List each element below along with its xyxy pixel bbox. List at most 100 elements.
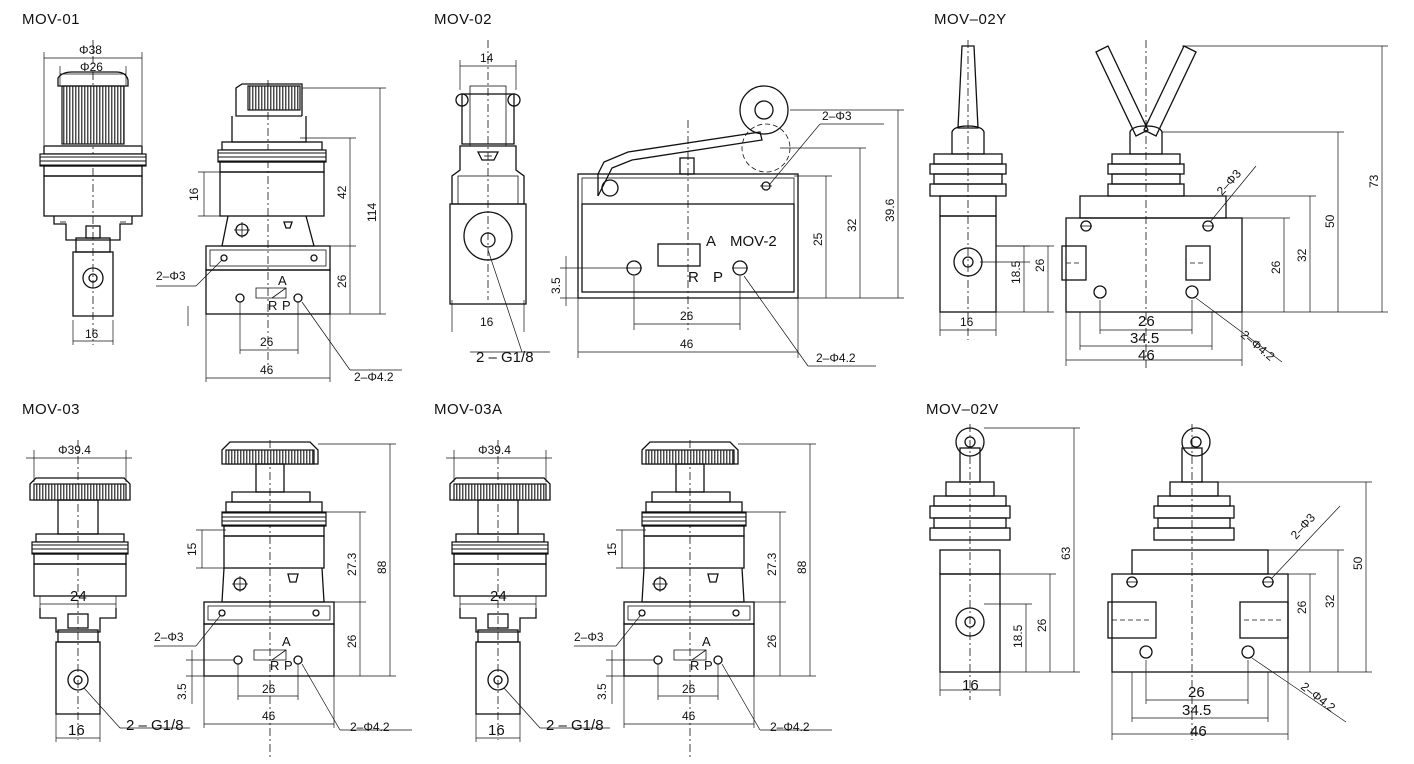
mov-02-dim-offset: 3.5 (549, 277, 563, 294)
mov-03a-dim-side-width: 16 (488, 722, 505, 739)
mov-01-dim-total-height: 114 (365, 203, 379, 222)
mov-03-port-r: R (270, 658, 279, 673)
mov-03a-dim-knob: Φ39.4 (478, 443, 511, 457)
mov-03-dim-thread: 2 – G1/8 (126, 717, 184, 734)
mov-03a-port-p: P (704, 658, 713, 673)
mov-01-port-p: P (282, 298, 291, 313)
mov-02-dim-base-height: 25 (811, 232, 825, 246)
mov-02v-dim-spacing: 26 (1188, 684, 1205, 701)
mov-03a-port-r: R (690, 658, 699, 673)
mov-02-dim-thread: 2 – G1/8 (476, 349, 534, 366)
mov-03a-dim-width: 46 (682, 709, 696, 723)
mov-02v-drawing: MOV–02V 63 26 18.5 (926, 401, 1372, 740)
mov-03a-front-view: A R P 15 27.3 88 26 2–Φ3 3.5 (574, 440, 832, 760)
mov-02-dim-mid-height: 32 (845, 218, 859, 232)
mov-02y-dim-mount-holes: 2–Φ3 (1214, 166, 1244, 198)
mov-03-dim-spacing: 26 (262, 682, 276, 696)
mov-02v-dim-spacing-outer: 34.5 (1182, 702, 1211, 719)
mov-01-dim-mount-holes: 2–Φ3 (156, 269, 186, 283)
mov-02-port-r: R (688, 269, 699, 286)
mov-03-dim-collar-height: 15 (185, 542, 199, 556)
mov-02y-dim-base-height: 26 (1033, 258, 1047, 272)
mov-03a-title: MOV-03A (434, 401, 503, 418)
mov-03-dim-knob: Φ39.4 (58, 443, 91, 457)
mov-02y-side-view: 18.5 26 16 (929, 40, 1054, 340)
mov-01-side-view: Φ38 Φ26 16 (39, 40, 147, 345)
mov-02y-dim-side-width: 16 (960, 315, 974, 329)
mov-01-dim-width: 46 (260, 363, 274, 377)
mov-02y-dim-block-height: 26 (1269, 260, 1283, 274)
mov-03-dim-ports: 2–Φ4.2 (350, 720, 390, 734)
mov-02y-dim-stem-height: 50 (1323, 214, 1337, 228)
mov-02y-title: MOV–02Y (934, 11, 1007, 28)
mov-03a-dim-mount-holes: 2–Φ3 (574, 630, 604, 644)
mov-02y-dim-spacing-outer: 34.5 (1130, 330, 1159, 347)
mov-02-dim-ports: 2–Φ4.2 (816, 351, 856, 365)
mov-03-drawing: MOV-03 Φ39.4 24 (22, 401, 412, 760)
mov-02y-dim-ports: 2–Φ4.2 (1238, 328, 1278, 364)
mov-01-dim-side-width: 16 (85, 327, 99, 341)
mov-03a-side-view: Φ39.4 24 16 2 – G1/8 (446, 440, 610, 742)
mov-03-dim-width: 46 (262, 709, 276, 723)
mov-03a-dim-ports: 2–Φ4.2 (770, 720, 810, 734)
mov-02v-dim-block-height: 26 (1295, 600, 1309, 614)
mov-03a-dim-total-height: 88 (795, 560, 809, 574)
mov-03-title: MOV-03 (22, 401, 80, 418)
mov-02y-dim-width: 46 (1138, 347, 1155, 364)
mov-02y-dim-mid-height: 32 (1295, 248, 1309, 262)
mov-03-port-p: P (284, 658, 293, 673)
mov-02-side-view: 16 14 2 – G1/8 (449, 40, 550, 366)
mov-02-dim-spacing: 26 (680, 309, 694, 323)
mov-01-dim-knob-height: 16 (187, 187, 201, 201)
mov-01-drawing: MOV-01 Φ38 Φ26 (22, 11, 402, 384)
mov-01-dim-ports: 2–Φ4.2 (354, 370, 394, 384)
mov-02y-dim-spacing: 26 (1138, 313, 1155, 330)
mov-02-title: MOV-02 (434, 11, 492, 28)
mov-02v-dim-ports: 2–Φ4.2 (1298, 679, 1338, 715)
mov-03-dim-base-height: 26 (345, 634, 359, 648)
mov-03a-dim-base: 24 (490, 588, 507, 605)
mov-03a-dim-base-height: 26 (765, 634, 779, 648)
mov-03-dim-mount-holes: 2–Φ3 (154, 630, 184, 644)
mov-03-port-a: A (282, 634, 291, 649)
mov-02y-front-view: 26 32 50 73 2–Φ3 26 34.5 46 2–Φ4.2 (1061, 40, 1388, 370)
mov-03a-dim-thread: 2 – G1/8 (546, 717, 604, 734)
mov-01-dim-base-height: 26 (335, 274, 349, 288)
mov-02-model-label: MOV-2 (730, 233, 777, 250)
mov-02v-front-view: 50 32 26 2–Φ3 26 34.5 46 2–Φ4.2 (1107, 424, 1372, 740)
mov-01-port-a: A (278, 273, 287, 288)
mov-02-drawing: MOV-02 16 14 2 – G1/8 (434, 11, 904, 367)
mov-02v-dim-total-side: 63 (1059, 546, 1073, 560)
mov-02-port-p: P (713, 269, 723, 286)
mov-02v-dim-width: 46 (1190, 723, 1207, 740)
mov-02-dim-side-width: 16 (480, 315, 494, 329)
mov-02v-dim-mount-holes: 2–Φ3 (1288, 510, 1318, 542)
mov-02v-title: MOV–02V (926, 401, 999, 418)
mov-01-dim-spacing: 26 (260, 335, 274, 349)
mov-03a-port-a: A (702, 634, 711, 649)
mov-03-dim-mid-height: 27.3 (345, 552, 359, 576)
mov-01-dim-mid-height: 42 (335, 185, 349, 199)
mov-03a-drawing: MOV-03A Φ39.4 24 (434, 401, 832, 760)
mov-02-front-view: A MOV-2 R P 25 32 39.6 2– (549, 85, 904, 367)
mov-03a-dim-spacing: 26 (682, 682, 696, 696)
mov-01-title: MOV-01 (22, 11, 80, 28)
mov-02-dim-total-height: 39.6 (883, 198, 897, 222)
mov-01-front-view: A R P 16 42 114 26 2–Φ3 (156, 80, 402, 384)
mov-02y-dim-total-height: 73 (1367, 174, 1381, 188)
mov-01-dim-top-inner: Φ26 (80, 60, 103, 74)
mov-02-port-a: A (706, 233, 716, 250)
mov-03a-dim-mid-height: 27.3 (765, 552, 779, 576)
mov-03-dim-base: 24 (70, 588, 87, 605)
mov-03a-dim-collar-height: 15 (605, 542, 619, 556)
mov-03-side-view: Φ39.4 24 16 2 – G1/8 (26, 440, 190, 742)
mov-02v-dim-mid-height: 32 (1323, 594, 1337, 608)
mov-03-front-view: A R P 15 27.3 88 26 2–Φ3 (154, 440, 412, 760)
mov-01-dim-top-outer: Φ38 (79, 43, 102, 57)
mov-03-dim-total-height: 88 (375, 560, 389, 574)
mov-02-dim-width: 46 (680, 337, 694, 351)
mov-02v-dim-base-height: 26 (1035, 618, 1049, 632)
mov-02v-side-view: 63 26 18.5 16 (929, 424, 1080, 700)
mov-03-dim-offset: 3.5 (175, 683, 189, 700)
